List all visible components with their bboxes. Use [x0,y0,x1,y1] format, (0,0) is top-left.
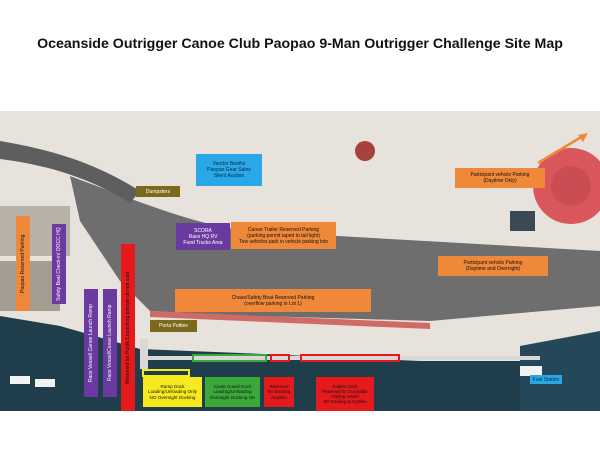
dolphin-dock-outline [300,354,400,362]
reserved-dock-outline [270,354,290,362]
dumpsters-label: Dumpsters [136,186,180,197]
safety-boat-checkin-label: Safety Boat Check-in/ OOCC HQ [52,224,66,304]
launch-ramp-label-1: Race Vessel/ Canoe Launch Ramp [84,289,98,397]
paopao-reserved-parking-label: Paopao Reserved Parking [16,216,30,311]
canoe-trailer-parking-label: Canoe Trailer Reserved Parking (parking … [231,222,336,249]
chase-boat-parking-label: Chase/Safety Boat Reserved Parking (over… [175,289,371,312]
fuel-station-label: Fuel Station [530,375,562,384]
public-launching-reserved-label: Reserved for Public Launching (please do… [121,244,135,411]
scora-label: SCORA Race HQ RV Food Trucks Area [176,223,230,250]
reserved-no-docking-label: Reserved No Docking Anytime [264,377,294,407]
porta-potties-label: Porta Potties [150,320,197,332]
participant-daytime-parking-label: Participant vehicle Parking (Daytime Onl… [455,168,545,188]
ramp-dock-outline [142,369,190,377]
site-map: Vendor Booths Paopao Gear Sales Silent A… [0,111,600,411]
launch-ramp-label-2: Race Vessel/Canoe Launch Ramp [103,289,117,397]
page-title: Oceanside Outrigger Canoe Club Paopao 9-… [37,36,563,52]
vendor-booths-label: Vendor Booths Paopao Gear Sales Silent A… [196,154,262,186]
participant-overnight-parking-label: Participant vehicle Parking (Daytime and… [438,256,548,276]
coast-guard-dock-outline [192,354,267,362]
dolphin-dock-label: Dolphin Dock Reserved for Oceanside Fish… [316,377,374,411]
coast-guard-dock-label: Coast Guard Dock Loading/Unloading Overn… [205,377,260,407]
ramp-dock-label: Ramp Dock Loading/Unloading Only NO Over… [143,377,202,407]
